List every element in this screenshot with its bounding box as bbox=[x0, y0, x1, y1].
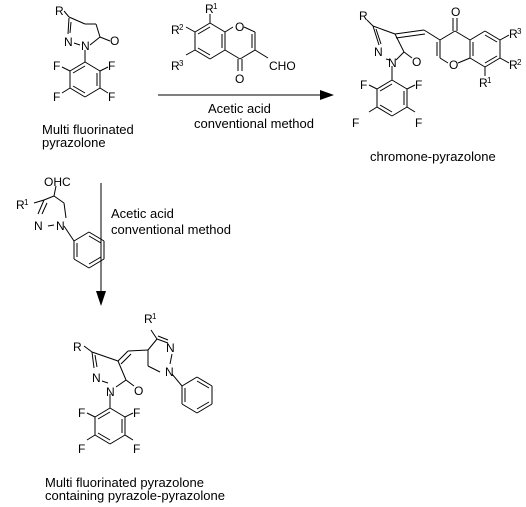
top-condition-line1: Acetic acid bbox=[208, 101, 271, 116]
pyrazole-aldehyde-n1-label: N bbox=[34, 219, 43, 233]
product1-r3-sup: 3 bbox=[517, 27, 522, 36]
chromone-r2-sup: 2 bbox=[179, 23, 184, 32]
product1-r3-label: R bbox=[509, 27, 518, 41]
starting-pyrazolone-structure bbox=[61, 10, 111, 98]
chromone-pyrazolone-label: chromone-pyrazolone bbox=[370, 149, 496, 164]
starting-f3-label: F bbox=[53, 90, 60, 104]
down-condition-line1: Acetic acid bbox=[111, 206, 174, 221]
starting-label-line1: Multi fluorinated bbox=[42, 122, 134, 137]
product1-f2-label: F bbox=[415, 78, 422, 92]
product1-ring-o-label: O bbox=[449, 58, 458, 72]
product1-n2-label: N bbox=[388, 56, 397, 70]
product1-r2-label: R bbox=[509, 58, 518, 72]
product2-f2-label: F bbox=[133, 406, 140, 420]
starting-r-label: R bbox=[55, 4, 64, 18]
down-condition-line2: conventional method bbox=[111, 222, 231, 237]
starting-f2-label: F bbox=[108, 59, 115, 73]
chromone-r3-label: R bbox=[171, 59, 180, 73]
product1-r2-sup: 2 bbox=[517, 58, 522, 67]
starting-o-label: O bbox=[110, 34, 119, 48]
product1-f3-label: F bbox=[352, 116, 359, 130]
product1-r-label: R bbox=[359, 9, 368, 23]
product1-f4-label: F bbox=[415, 116, 422, 130]
product1-chromone-carbonyl-o-label: O bbox=[451, 5, 460, 19]
pyrazole-pyrazolone-label-line2: containing pyrazole-pyrazolone bbox=[45, 488, 225, 503]
product2-o-label: O bbox=[134, 384, 143, 398]
product2-f1-label: F bbox=[78, 406, 85, 420]
pyrazole-aldehyde-n2-label: N bbox=[56, 219, 65, 233]
chromone-r1-sup: 1 bbox=[213, 2, 218, 11]
product2-f4-label: F bbox=[133, 442, 140, 456]
starting-label-line2: pyrazolone bbox=[42, 135, 106, 150]
starting-f1-label: F bbox=[53, 59, 60, 73]
product2-f3-label: F bbox=[78, 442, 85, 456]
down-reaction-arrow bbox=[96, 183, 106, 306]
product2-r-label: R bbox=[73, 340, 82, 354]
starting-f4-label: F bbox=[108, 90, 115, 104]
formylchromone-structure bbox=[185, 14, 269, 71]
product1-f1-label: F bbox=[360, 78, 367, 92]
pyrazole-aldehyde-r1-label: R bbox=[16, 198, 25, 212]
product2-pyrazole-n1-label: N bbox=[166, 341, 175, 355]
pyrazole-aldehyde-r1-sup: 1 bbox=[24, 198, 29, 207]
chromone-r2-label: R bbox=[171, 23, 180, 37]
product1-ketone-o-label: O bbox=[412, 55, 421, 69]
product2-n2-label: N bbox=[106, 385, 115, 399]
chromone-r3-sup: 3 bbox=[179, 59, 184, 68]
product2-r1-label: R bbox=[144, 312, 153, 326]
product2-pyrazole-n2-label: N bbox=[165, 365, 174, 379]
starting-n1-label: N bbox=[64, 35, 73, 49]
product1-n1-label: N bbox=[374, 45, 383, 59]
pyrazole-pyrazolone-structure bbox=[83, 329, 213, 445]
product2-n1-label: N bbox=[92, 371, 101, 385]
top-reaction-arrow bbox=[158, 90, 334, 100]
chromone-carbonyl-o-label: O bbox=[235, 72, 244, 86]
product1-r1-sup: 1 bbox=[487, 76, 492, 85]
chromone-cho-label: CHO bbox=[269, 59, 296, 73]
pyrazole-aldehyde-structure bbox=[33, 185, 105, 269]
pyrazole-pyrazolone-label-line1: Multi fluorinated pyrazolone bbox=[45, 475, 204, 490]
chromone-ring-o-label: O bbox=[235, 20, 244, 34]
chromone-pyrazolone-structure bbox=[366, 18, 510, 117]
top-condition-line2: conventional method bbox=[194, 116, 314, 131]
product1-r1-label: R bbox=[479, 76, 488, 90]
chromone-r1-label: R bbox=[205, 2, 214, 16]
product2-r1-sup: 1 bbox=[152, 312, 157, 321]
pyrazole-aldehyde-ohc-label: OHC bbox=[44, 175, 71, 189]
starting-n2-label: N bbox=[81, 39, 90, 53]
